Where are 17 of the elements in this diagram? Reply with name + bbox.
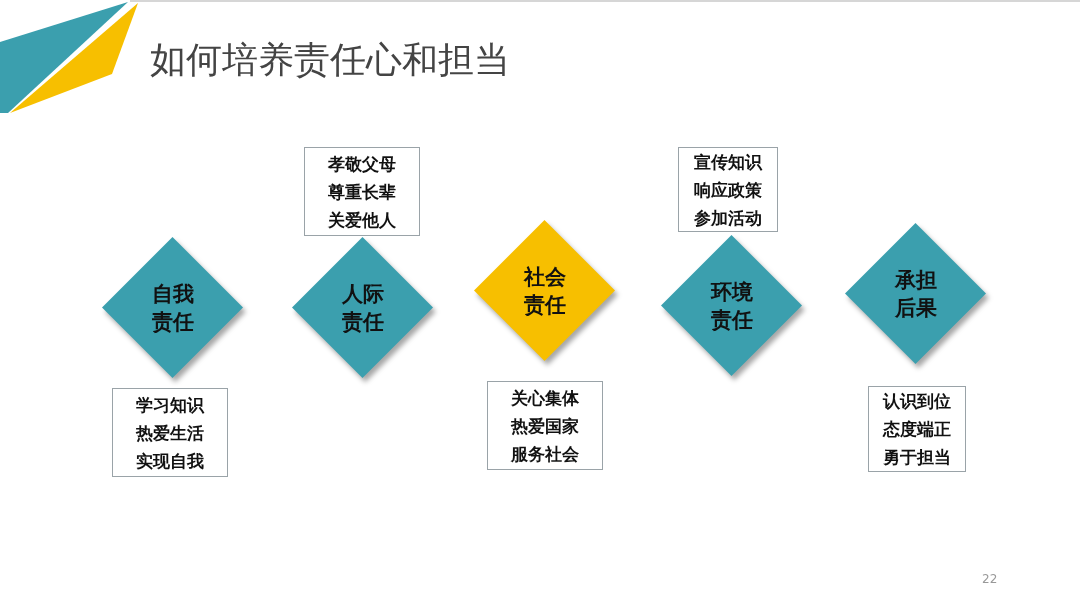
- text-box: [678, 147, 778, 232]
- text-box: [112, 388, 228, 477]
- box-text: 学习知识热爱生活实现自我: [135, 393, 205, 473]
- slide-title: 如何培养责任心和担当: [150, 38, 510, 82]
- diamond-label: 环境责任: [709, 278, 754, 334]
- text-box: [304, 147, 420, 236]
- box-text: 孝敬父母尊重长辈关爱他人: [327, 152, 397, 232]
- box-text: 认识到位态度端正勇于担当: [882, 390, 952, 469]
- page-number: 22: [982, 572, 998, 586]
- diamond-label: 承担后果: [893, 266, 938, 322]
- text-box: [868, 386, 966, 472]
- diamond-label: 自我责任: [150, 280, 195, 336]
- box-text: 宣传知识响应政策参加活动: [693, 150, 763, 230]
- text-box: [487, 381, 603, 470]
- diamond-label: 社会责任: [522, 263, 567, 319]
- box-text: 关心集体热爱国家服务社会: [510, 386, 580, 466]
- diamond-label: 人际责任: [340, 280, 385, 336]
